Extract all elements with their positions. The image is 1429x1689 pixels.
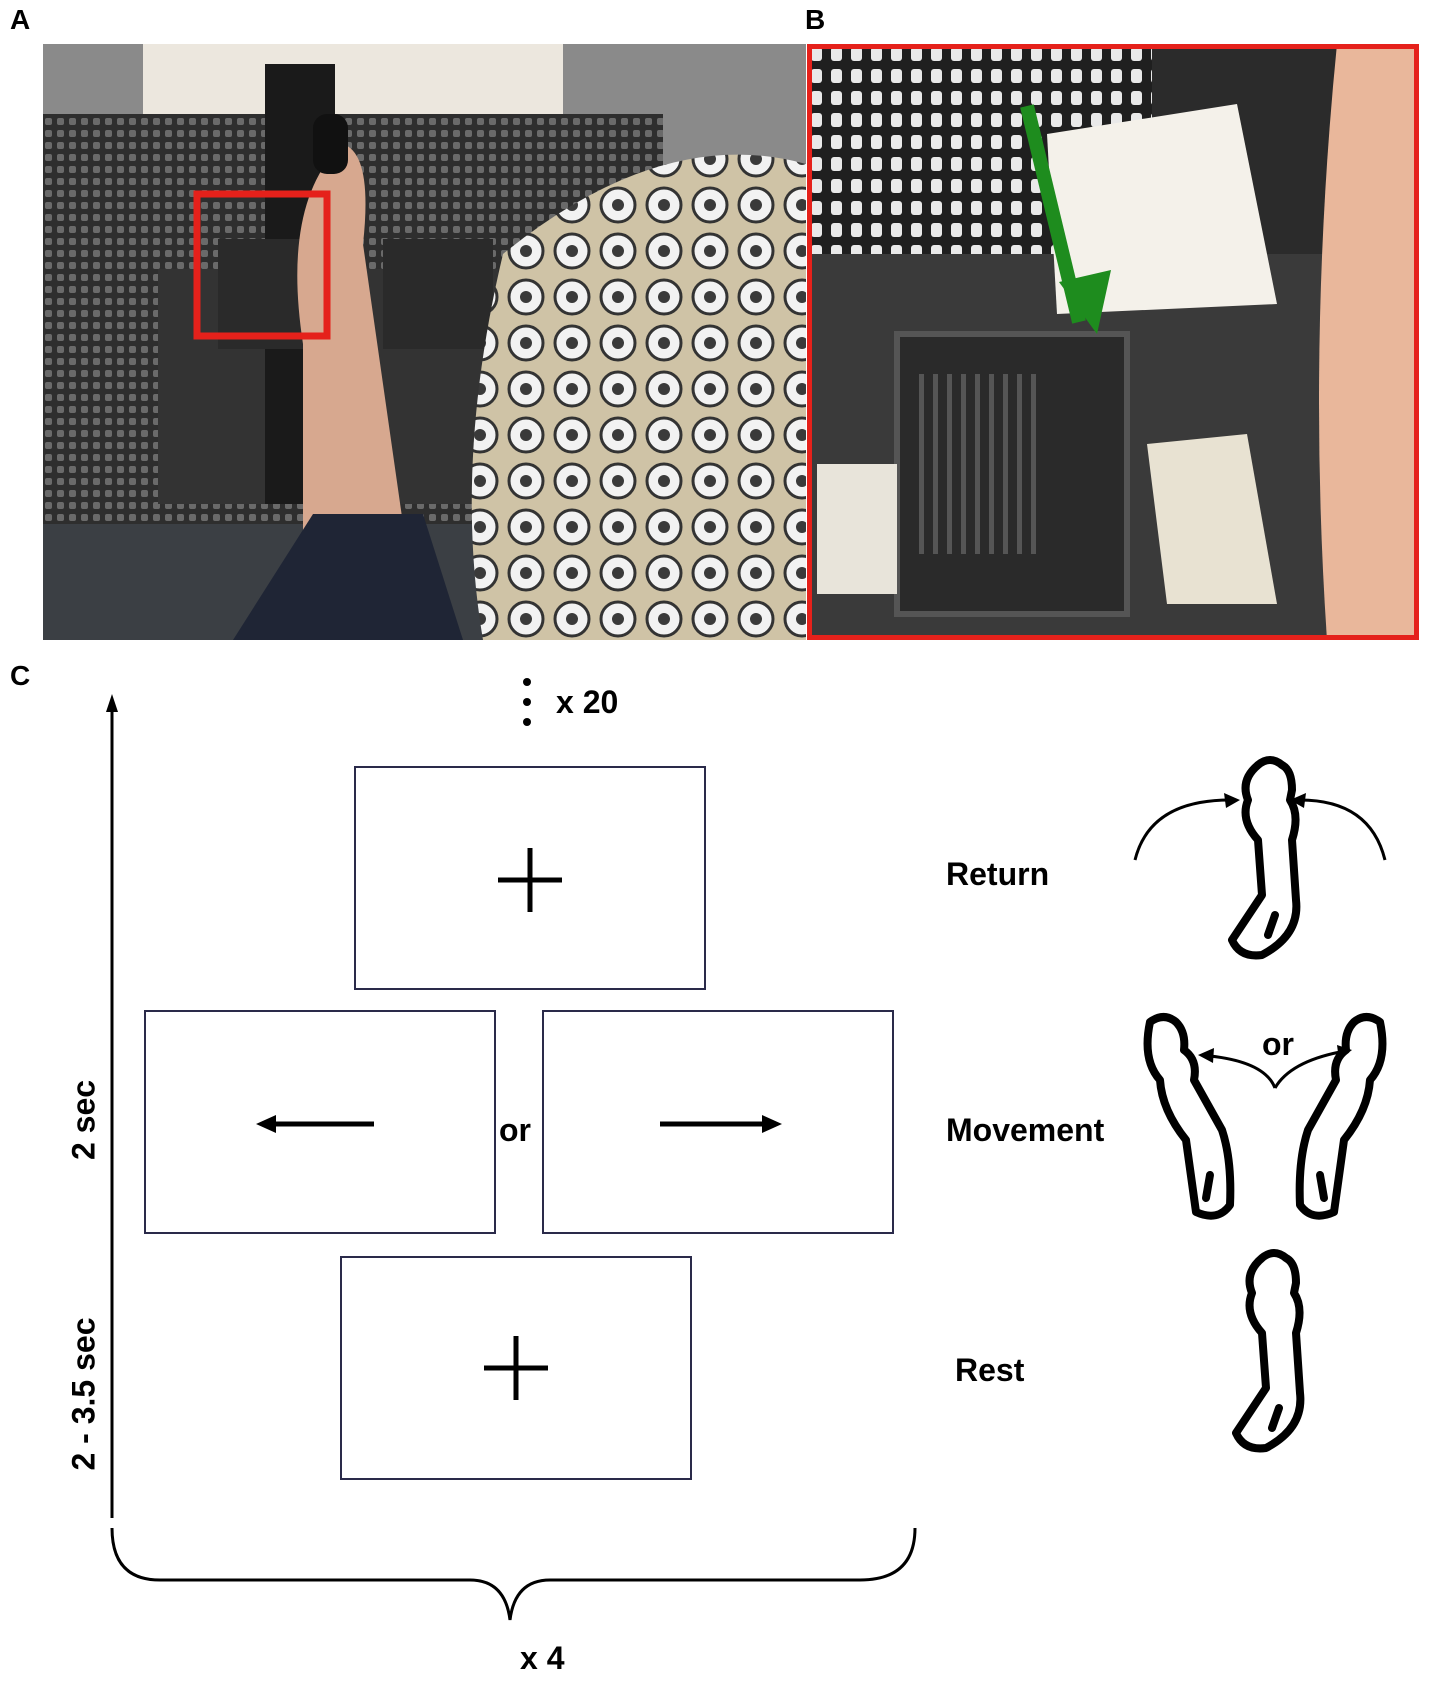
arm-right-icon	[1295, 1013, 1387, 1220]
panel-label-b: B	[805, 4, 826, 35]
repeat-count-top: x 20	[556, 684, 619, 720]
arm-return-icon	[1228, 756, 1301, 960]
time-axis	[106, 694, 118, 1518]
or-between-screens: or	[499, 1112, 531, 1148]
screen-return	[354, 766, 706, 990]
screen-movement-left	[144, 1010, 496, 1234]
panel-label-c: C	[10, 660, 31, 691]
screen-rest	[340, 1256, 692, 1480]
phase-label-movement: Movement	[946, 1112, 1105, 1148]
phase-label-rest: Rest	[955, 1352, 1025, 1388]
phase-label-return: Return	[946, 856, 1050, 892]
duration-label-lower: 2 - 3.5 sec	[65, 1317, 102, 1471]
duration-label-upper: 2 sec	[65, 1079, 102, 1161]
arm-rest-icon	[1232, 1249, 1305, 1453]
return-arrows-icon	[1133, 793, 1387, 861]
panel-label-a: A	[10, 4, 31, 35]
setup-photo	[43, 44, 806, 640]
bottom-brace	[110, 1527, 917, 1621]
repeat-dots-icon	[523, 678, 531, 726]
arm-left-icon	[1143, 1013, 1235, 1220]
repeat-count-bottom: x 4	[520, 1640, 565, 1676]
movement-or-label: or	[1262, 1026, 1294, 1062]
screen-movement-right	[542, 1010, 894, 1234]
zoomed-device-photo	[807, 44, 1419, 640]
movement-arrows-icon	[1198, 1045, 1352, 1089]
